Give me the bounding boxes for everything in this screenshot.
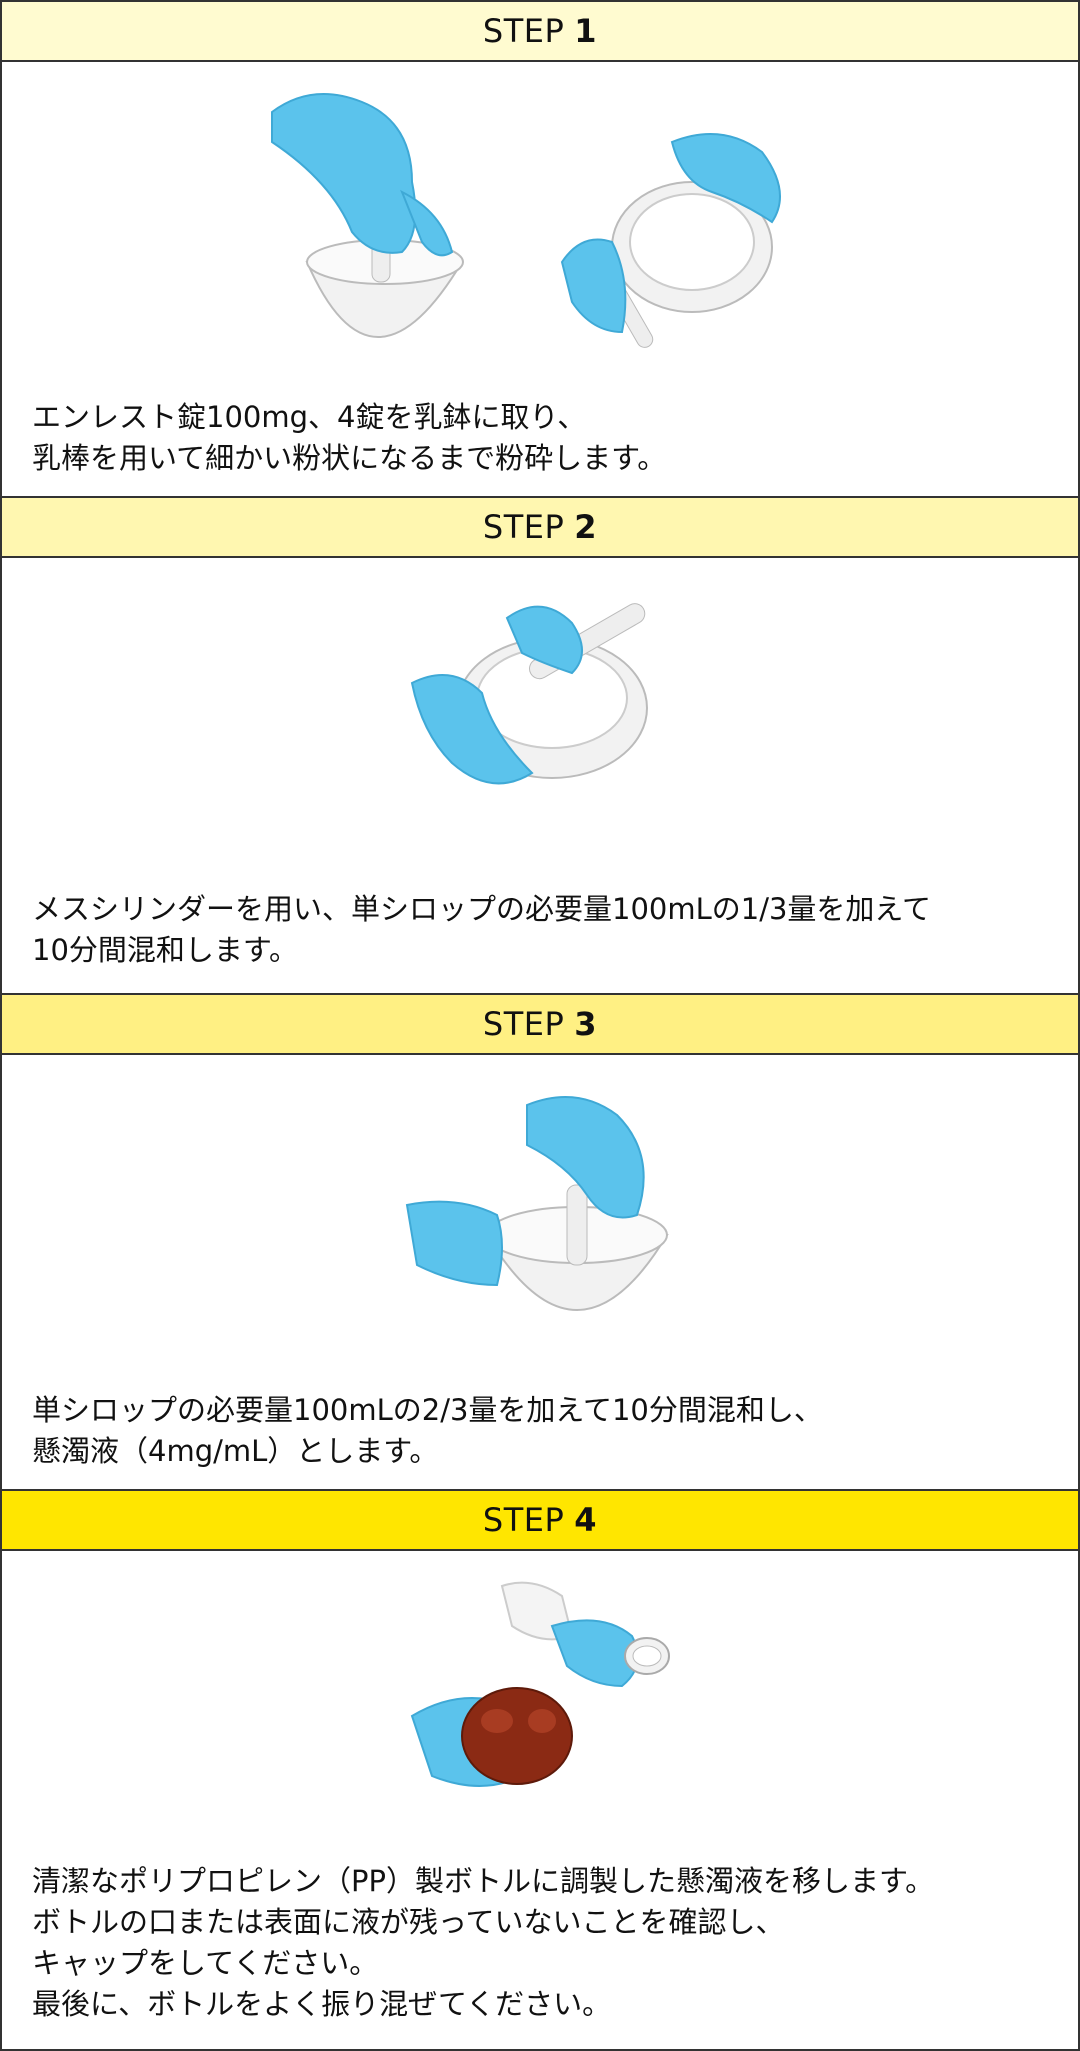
step-4-line-2: ボトルの口または表面に液が残っていないことを確認し、 [32, 1905, 785, 1939]
step-4-line-3: キャップをしてください。 [32, 1946, 379, 1980]
step-label: STEP [482, 1005, 565, 1043]
step-3-body: 単シロップの必要量100mLの2/3量を加えて10分間混和し、 懸濁液（4mg/… [0, 1055, 1080, 1489]
step-number: 3 [574, 1005, 598, 1043]
step-4-body: 清潔なポリプロピレン（PP）製ボトルに調製した懸濁液を移します。 ボトルの口また… [0, 1551, 1080, 2049]
step-number: 1 [574, 12, 598, 50]
bottom-border [0, 2049, 1080, 2051]
step-number: 4 [574, 1501, 598, 1539]
step-4-line-1: 清潔なポリプロピレン（PP）製ボトルに調製した懸濁液を移します。 [32, 1864, 935, 1898]
bottle-filling-illustration [410, 1581, 670, 1787]
step-1-description: エンレスト錠100mg、4錠を乳鉢に取り、 乳棒を用いて細かい粉状になるまで粉砕… [32, 397, 1052, 479]
mortar-mixing-illustration [410, 603, 648, 785]
step-2-line-2: 10分間混和します。 [32, 933, 299, 967]
step-3-description: 単シロップの必要量100mLの2/3量を加えて10分間混和し、 懸濁液（4mg/… [32, 1390, 1052, 1472]
step-3-header: STEP 3 [0, 993, 1080, 1055]
step-4-header: STEP 4 [0, 1489, 1080, 1551]
step-1-header: STEP 1 [0, 0, 1080, 62]
step-2-line-1: メスシリンダーを用い、単シロップの必要量100mLの1/3量を加えて [32, 892, 931, 926]
step-4-line-4: 最後に、ボトルをよく振り混ぜてください。 [32, 1987, 612, 2021]
step-2-body: メスシリンダーを用い、単シロップの必要量100mLの1/3量を加えて 10分間混… [0, 558, 1080, 994]
step-number: 2 [574, 508, 598, 546]
step-4-description: 清潔なポリプロピレン（PP）製ボトルに調製した懸濁液を移します。 ボトルの口また… [32, 1861, 1052, 2025]
step-2-description: メスシリンダーを用い、単シロップの必要量100mLの1/3量を加えて 10分間混… [32, 889, 1052, 971]
step-1-line-1: エンレスト錠100mg、4錠を乳鉢に取り、 [32, 400, 587, 434]
step-label: STEP [482, 1501, 565, 1539]
step-label: STEP [482, 508, 565, 546]
step-3-line-1: 単シロップの必要量100mLの2/3量を加えて10分間混和し、 [32, 1393, 823, 1427]
mortar-grinding-illustration [271, 93, 781, 348]
mortar-pestle-illustration [405, 1096, 669, 1311]
step-1-line-2: 乳棒を用いて細かい粉状になるまで粉砕します。 [32, 441, 667, 475]
step-1-body: エンレスト錠100mg、4錠を乳鉢に取り、 乳棒を用いて細かい粉状になるまで粉砕… [0, 62, 1080, 498]
step-2-header: STEP 2 [0, 496, 1080, 558]
step-label: STEP [482, 12, 565, 50]
step-3-line-2: 懸濁液（4mg/mL）とします。 [32, 1434, 439, 1468]
